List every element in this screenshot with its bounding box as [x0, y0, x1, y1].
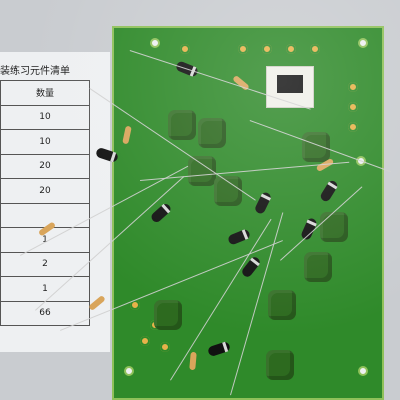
mounting-hole	[124, 366, 134, 376]
component-list-table: 数量 10 10 20 20 1 2 1 66	[0, 80, 90, 326]
quantity-cell: 10	[0, 129, 90, 155]
mounting-hole	[358, 38, 368, 48]
solder-pad	[130, 300, 140, 310]
table-row	[0, 202, 90, 228]
table-row: 20	[0, 178, 90, 204]
solder-pad	[286, 44, 296, 54]
quantity-cell: 10	[0, 104, 90, 130]
solder-pad	[348, 102, 358, 112]
capacitor	[304, 252, 332, 282]
solder-pad	[348, 82, 358, 92]
component-list-title: 装练习元件清单	[0, 66, 70, 77]
table-row: 1	[0, 276, 90, 302]
table-row: 66	[0, 300, 90, 326]
solder-pad	[238, 44, 248, 54]
solder-pad	[140, 336, 150, 346]
mounting-hole	[150, 38, 160, 48]
table-row: 10	[0, 129, 90, 155]
solder-pad	[262, 44, 272, 54]
table-row: 10	[0, 104, 90, 130]
quantity-header: 数量	[0, 80, 90, 106]
capacitor	[198, 118, 226, 148]
solder-pad	[180, 44, 190, 54]
quantity-cell: 1	[0, 276, 90, 302]
quantity-cell: 66	[0, 300, 90, 326]
capacitor	[154, 300, 182, 330]
solder-pad	[160, 342, 170, 352]
table-row: 20	[0, 153, 90, 179]
quantity-cell	[0, 202, 90, 228]
capacitor	[320, 212, 348, 242]
quantity-cell: 20	[0, 178, 90, 204]
mounting-hole	[358, 366, 368, 376]
ic-chip	[277, 75, 303, 93]
solder-pad	[310, 44, 320, 54]
capacitor	[266, 350, 294, 380]
table-row: 数量	[0, 80, 90, 106]
capacitor	[268, 290, 296, 320]
capacitor	[168, 110, 196, 140]
quantity-cell: 20	[0, 153, 90, 179]
solder-pad	[348, 122, 358, 132]
